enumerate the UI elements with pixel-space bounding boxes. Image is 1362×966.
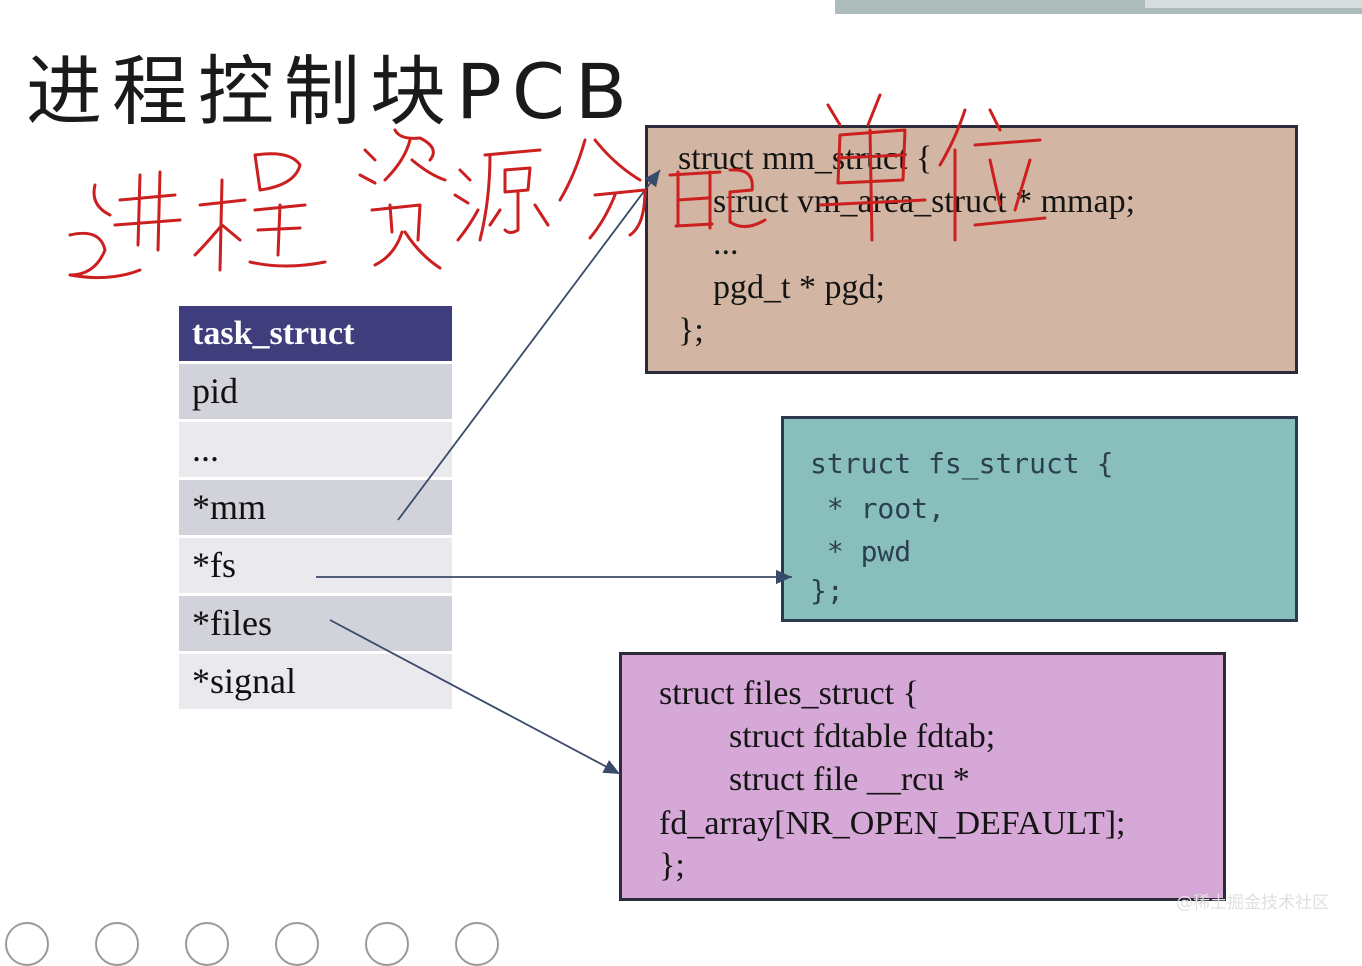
watermark: @稀土掘金技术社区 (1176, 893, 1329, 913)
mm-line-2: struct vm_area_struct * mmap; (713, 183, 1136, 220)
nav-pen-button[interactable] (185, 922, 229, 966)
field-signal: *signal (179, 654, 452, 709)
task-struct-header: task_struct (179, 306, 452, 361)
files-line-1: struct files_struct { (659, 675, 919, 712)
files-struct-box: struct files_struct { struct fdtable fdt… (619, 652, 1226, 901)
top-decoration-bar-light (1145, 0, 1362, 8)
slide-nav-controls (0, 920, 520, 966)
field-files: *files (179, 596, 452, 651)
fs-struct-box: struct fs_struct { * root, * pwd }; (781, 416, 1298, 622)
files-line-3: struct file __rcu * (729, 761, 970, 798)
files-line-2: struct fdtable fdtab; (729, 718, 996, 755)
task-struct-table: task_struct pid ... *mm *fs *files *sign… (179, 306, 452, 712)
field-ellipsis: ... (179, 422, 452, 477)
fs-line-1: struct fs_struct { (810, 447, 1114, 480)
fs-line-3: * pwd (810, 535, 912, 568)
mm-struct-box: struct mm_struct { struct vm_area_struct… (645, 125, 1298, 374)
files-line-4: fd_array[NR_OPEN_DEFAULT]; (659, 805, 1126, 842)
nav-prev-button[interactable] (5, 922, 49, 966)
nav-more-button[interactable] (455, 922, 499, 966)
nav-grid-button[interactable] (275, 922, 319, 966)
fs-line-4: }; (810, 574, 844, 607)
field-mm: *mm (179, 480, 452, 535)
nav-next-button[interactable] (95, 922, 139, 966)
slide-title: 进程控制块PCB (26, 47, 638, 136)
mm-line-1: struct mm_struct { (678, 140, 933, 177)
fs-line-2: * root, (810, 492, 945, 525)
field-pid: pid (179, 364, 452, 419)
nav-zoom-button[interactable] (365, 922, 409, 966)
mm-line-3: ... (713, 225, 739, 262)
field-fs: *fs (179, 538, 452, 593)
files-line-5: }; (659, 847, 685, 884)
mm-line-4: pgd_t * pgd; (713, 269, 885, 306)
mm-line-5: }; (678, 312, 704, 349)
